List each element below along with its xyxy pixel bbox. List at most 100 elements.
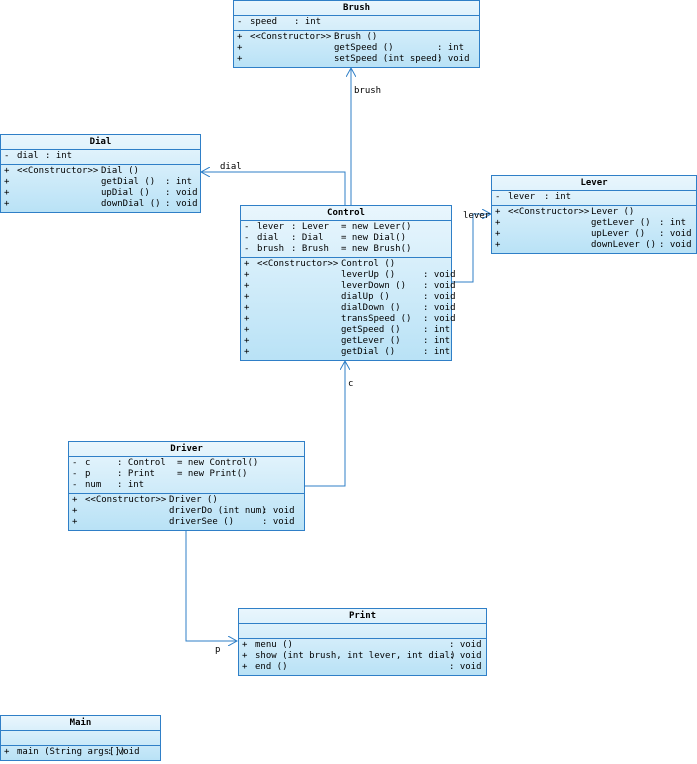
operation-name: Driver () (169, 495, 218, 505)
operation-name: setSpeed (int speed) (334, 54, 443, 64)
attribute-row[interactable]: -c: Control= new Control() (69, 458, 304, 469)
operation-return-type: : int (659, 218, 687, 228)
operation-row[interactable]: +<<Constructor>>Driver () (69, 495, 304, 506)
operation-row[interactable]: +driverDo (int num): void (69, 506, 304, 517)
operation-return-type: : int (423, 336, 451, 346)
operations: +<<Constructor>>Control ()+leverUp (): v… (241, 258, 456, 360)
attribute-row[interactable]: -num: int (69, 480, 304, 491)
attributes: -lever: int (492, 191, 696, 206)
operation-name: getLever () (341, 336, 401, 346)
class-main[interactable]: Main +main (String args[]): void (0, 715, 161, 761)
operation-row[interactable]: +upLever (): void (492, 229, 696, 240)
visibility-marker: + (244, 347, 250, 357)
visibility-marker: + (244, 270, 250, 280)
operation-row[interactable]: +driverSee (): void (69, 517, 304, 528)
operation-row[interactable]: +getSpeed (): int (234, 43, 479, 54)
attribute-name: c (85, 458, 91, 468)
class-title: Driver (69, 442, 304, 457)
attribute-row[interactable]: -dial: int (1, 151, 200, 162)
operation-name: Control () (341, 259, 396, 269)
operation-name: dialUp () (341, 292, 390, 302)
operation-row[interactable]: +main (String args[]): void (1, 747, 160, 758)
operation-name: main (String args[]) (17, 747, 126, 757)
visibility-marker: - (72, 480, 78, 490)
operation-name: getDial () (341, 347, 396, 357)
class-lever[interactable]: Lever -lever: int +<<Constructor>>Lever … (491, 175, 697, 254)
attribute-row[interactable]: -brush: Brush= new Brush() (241, 244, 451, 255)
visibility-marker: + (237, 54, 243, 64)
visibility-marker: - (72, 469, 78, 479)
operation-return-type: : void (423, 314, 456, 324)
operation-row[interactable]: +dialUp (): void (241, 292, 456, 303)
operation-row[interactable]: + getLever () : int (241, 336, 451, 347)
operations: +<<Constructor>>Dial ()+getDial (): int+… (1, 165, 200, 212)
link-control-lever (452, 214, 491, 283)
visibility-marker: + (244, 336, 250, 346)
operation-name: upLever () (591, 229, 646, 239)
link-driver-print (185, 530, 237, 641)
label-dial: dial (220, 162, 242, 172)
operation-row[interactable]: +leverDown (): void (241, 281, 456, 292)
operation-name: transSpeed () (341, 314, 412, 324)
visibility-marker: - (72, 458, 78, 468)
attribute-initial-value: = new Brush() (341, 244, 412, 254)
class-brush[interactable]: Brush -speed: int +<<Constructor>>Brush … (233, 0, 480, 68)
attribute-row[interactable]: -lever: Lever= new Lever() (241, 222, 451, 233)
operation-stereotype: <<Constructor>> (257, 259, 339, 269)
operation-row[interactable]: +getSpeed (): int (241, 325, 451, 336)
visibility-marker: + (242, 662, 248, 672)
operation-row[interactable]: +show (int brush, int lever, int dial): … (239, 651, 486, 662)
operations: +menu (): void+show (int brush, int leve… (239, 639, 486, 675)
attribute-row[interactable]: -lever: int (492, 192, 696, 203)
attributes: -lever: Lever= new Lever()-dial: Dial= n… (241, 221, 451, 258)
attribute-row[interactable]: -dial: Dial= new Dial() (241, 233, 451, 244)
attribute-row[interactable]: -p: Print= new Print() (69, 469, 304, 480)
operation-row[interactable]: +<<Constructor>>Lever () (492, 207, 696, 218)
operations: +<<Constructor>>Brush ()+getSpeed (): in… (234, 31, 479, 67)
operation-row[interactable]: +downDial (): void (1, 199, 200, 210)
visibility-marker: + (244, 292, 250, 302)
visibility-marker: + (237, 43, 243, 53)
attribute-type: : Print (117, 469, 155, 479)
operation-row[interactable]: +dialDown (): void (241, 303, 456, 314)
operation-row[interactable]: +downLever (): void (492, 240, 696, 251)
attribute-name: speed (250, 17, 278, 27)
class-driver[interactable]: Driver -c: Control= new Control()-p: Pri… (68, 441, 305, 531)
operation-name: getSpeed () (341, 325, 401, 335)
operation-row[interactable]: +end (): void (239, 662, 486, 673)
operation-name: driverSee () (169, 517, 235, 527)
operation-row[interactable]: +setSpeed (int speed): void (234, 54, 479, 65)
operation-row[interactable]: +<<Constructor>>Brush () (234, 32, 479, 43)
operation-return-type: : int (423, 325, 451, 335)
operation-name: downLever () (591, 240, 657, 250)
operations: +<<Constructor>>Lever ()+getLever (): in… (492, 206, 696, 253)
operation-row[interactable]: + transSpeed () : void (241, 314, 456, 325)
operation-name: leverUp () (341, 270, 396, 280)
visibility-marker: + (4, 166, 10, 176)
visibility-marker: + (244, 314, 250, 324)
class-dial[interactable]: Dial -dial: int +<<Constructor>>Dial ()+… (0, 134, 201, 213)
attribute-name: p (85, 469, 91, 479)
operation-row[interactable]: +leverUp (): void (241, 270, 456, 281)
operation-row[interactable]: +getDial (): int (1, 177, 200, 188)
operation-row[interactable]: +getDial (): int (241, 347, 451, 358)
operation-row[interactable]: +upDial (): void (1, 188, 200, 199)
operation-return-type: : void (449, 662, 482, 672)
operation-name: getLever () (591, 218, 651, 228)
visibility-marker: + (244, 281, 250, 291)
label-c: c (348, 379, 353, 389)
operation-row[interactable]: +<<Constructor>>Dial () (1, 166, 200, 177)
attribute-type: : Control (117, 458, 166, 468)
visibility-marker: + (237, 32, 243, 42)
label-p: p (215, 645, 220, 655)
class-control[interactable]: Control -lever: Lever= new Lever()-dial:… (240, 205, 456, 361)
attribute-row[interactable]: -speed: int (234, 17, 479, 28)
operation-row[interactable]: +getLever (): int (492, 218, 696, 229)
attribute-type: : int (45, 151, 73, 161)
operation-row[interactable]: +menu (): void (239, 640, 486, 651)
attribute-name: dial (17, 151, 39, 161)
operation-name: downDial () (101, 199, 161, 209)
attribute-name: lever (508, 192, 536, 202)
operation-row[interactable]: +<<Constructor>>Control () (241, 259, 451, 270)
class-print[interactable]: Print +menu (): void+show (int brush, in… (238, 608, 487, 676)
